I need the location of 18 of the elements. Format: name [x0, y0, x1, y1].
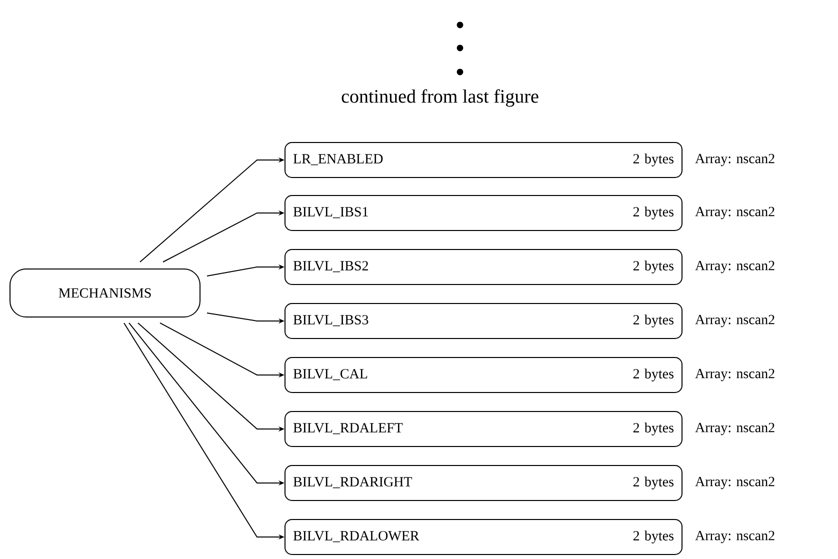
field-box: BILVL_RDARIGHT 2 bytes — [284, 465, 682, 501]
field-box: BILVL_IBS1 2 bytes — [284, 195, 682, 231]
rounded-box: MECHANISMS — [10, 268, 200, 318]
array-note: Array: nscan2 — [695, 206, 774, 220]
array-note: Array: nscan2 — [695, 476, 774, 490]
field-box: LR_ENABLED 2 bytes — [284, 142, 682, 178]
field-box: BILVL_IBS2 2 bytes — [284, 249, 682, 285]
array-note: Array: nscan2 — [695, 530, 774, 544]
array-note: Array: nscan2 — [695, 154, 774, 166]
array-note: Array: nscan2 — [695, 314, 774, 328]
field-box: BILVL_IBS3 2 bytes — [284, 303, 682, 339]
field-box: BILVL_RDALEFT 2 bytes — [284, 411, 682, 447]
array-note: Array: nscan2 — [695, 422, 774, 436]
continuation-note: continued from last figure — [342, 89, 538, 107]
field-box: BILVL_RDALOWER 2 bytes — [284, 519, 682, 555]
array-note: Array: nscan2 — [695, 368, 774, 382]
array-note: Array: nscan2 — [695, 260, 774, 274]
field-box: BILVL_CAL 2 bytes — [284, 357, 682, 393]
